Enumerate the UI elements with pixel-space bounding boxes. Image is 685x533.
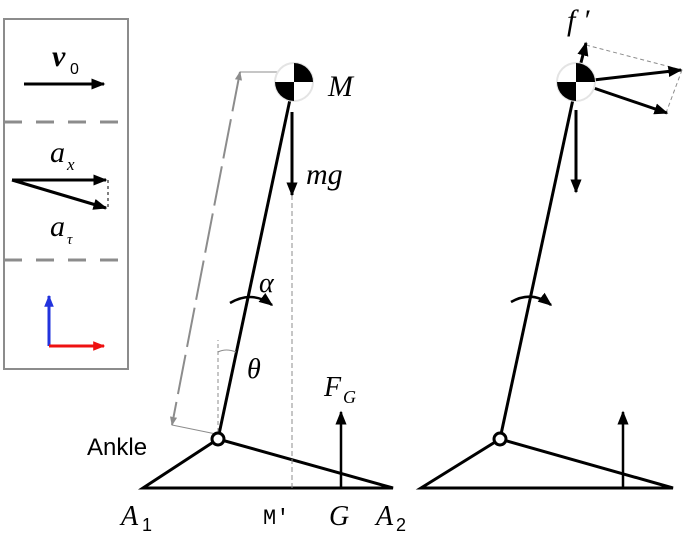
right-foot-triangle bbox=[415, 437, 674, 490]
left-gravity-label: mg bbox=[306, 158, 343, 191]
left-theta-label: θ bbox=[247, 354, 261, 385]
left-ankle-label: Ankle bbox=[87, 434, 147, 461]
left-a2-symbol: A bbox=[374, 501, 394, 532]
right-mass-symbol bbox=[556, 62, 596, 102]
left-mass-symbol bbox=[274, 62, 314, 102]
right-ankle-joint bbox=[492, 431, 508, 447]
left-dimension-bottom-tick bbox=[171, 424, 217, 435]
right-rotation-arrow bbox=[510, 292, 553, 306]
right-figure: f ′ bbox=[415, 4, 683, 490]
left-foot-triangle bbox=[137, 437, 394, 490]
left-force-subscript: G bbox=[343, 387, 356, 407]
left-a2-subscript: 2 bbox=[396, 515, 406, 533]
left-alpha-label: α bbox=[259, 268, 275, 299]
left-force-symbol: F bbox=[323, 372, 342, 403]
left-figure: M mg α θ F G Ankle A 1 M′ G A 2 bbox=[87, 62, 406, 533]
left-a1-subscript: 1 bbox=[142, 515, 152, 533]
legend-v-symbol: v bbox=[52, 40, 66, 73]
legend-ax-symbol: a bbox=[50, 136, 65, 169]
legend-v-subscript: 0 bbox=[70, 61, 79, 78]
legend-box: v 0 a x a τ bbox=[3, 18, 129, 370]
legend-ax-subscript: x bbox=[66, 155, 75, 174]
left-leg-length-dimension bbox=[169, 71, 243, 426]
right-leg-rod bbox=[498, 89, 577, 440]
left-leg-rod bbox=[216, 89, 294, 440]
legend-atau-symbol: a bbox=[50, 210, 65, 243]
left-ankle-joint bbox=[210, 431, 226, 447]
legend-atau-subscript: τ bbox=[67, 232, 73, 248]
legend-atau-arrow bbox=[11, 178, 108, 210]
left-a1-symbol: A bbox=[119, 501, 139, 532]
left-mass-label: M bbox=[327, 70, 355, 103]
left-theta-arc bbox=[217, 349, 237, 353]
right-force-label: f ′ bbox=[567, 4, 590, 37]
right-parallelogram-top-dash bbox=[585, 44, 683, 71]
legend-border bbox=[3, 18, 129, 370]
left-g-label: G bbox=[329, 501, 349, 532]
left-mprime-label: M′ bbox=[263, 506, 289, 531]
right-parallelogram-side-dash bbox=[665, 69, 683, 114]
